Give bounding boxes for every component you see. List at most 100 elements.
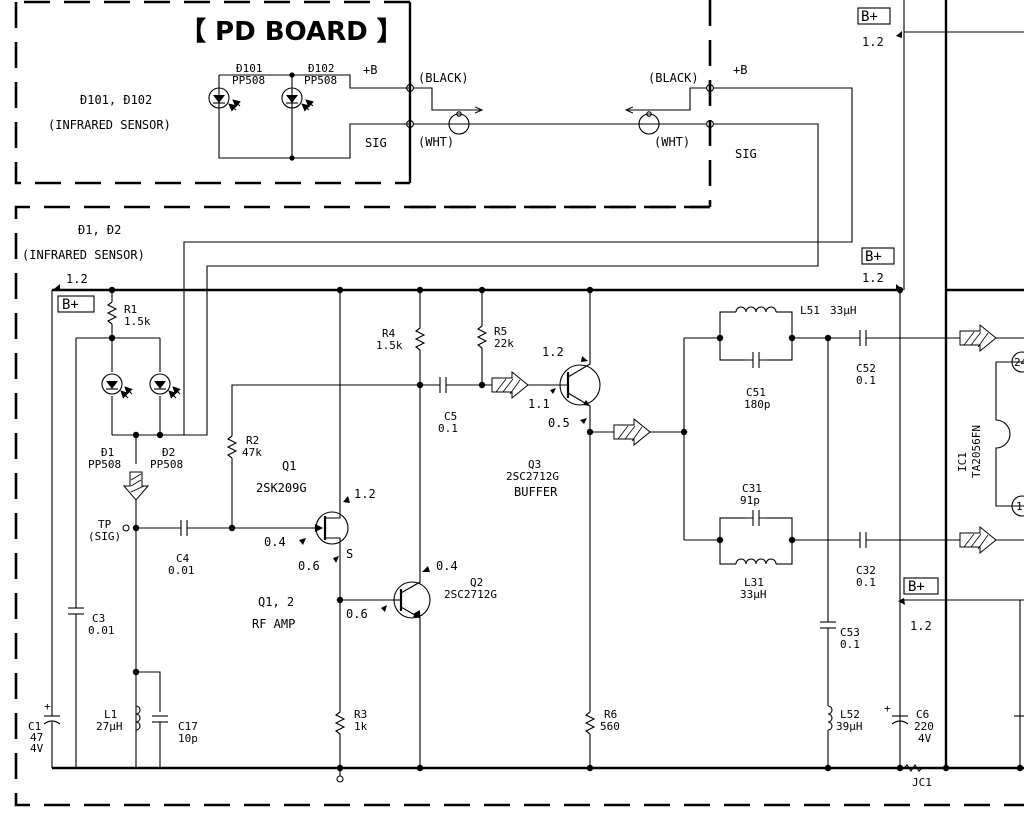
c32-ref: C32 (856, 564, 876, 577)
r1-resistor-icon (106, 301, 118, 325)
l51-val: 33μH (830, 304, 857, 317)
signal-down-arrow-icon (122, 471, 150, 501)
ic1-section: 24 1 IC1 TA2056FN (956, 323, 1024, 768)
q2-ref: Q2 (470, 576, 483, 589)
c5-val: 0.1 (438, 422, 458, 435)
ic-input-arrow-icon-2 (959, 525, 997, 555)
d2-ref: Ð2 (162, 446, 175, 459)
r1-val: 1.5k (124, 315, 151, 328)
v-rail-left: 1.2 (66, 272, 88, 286)
main-plus-b: +B (733, 63, 747, 77)
r2-resistor-icon (226, 435, 238, 459)
c17-ref: C17 (178, 720, 198, 733)
bplus-left: B+ (62, 297, 79, 313)
c53-val: 0.1 (840, 638, 860, 651)
q3-transistor-icon (559, 290, 601, 432)
c52-val: 0.1 (856, 374, 876, 387)
jc1-jumper-icon (903, 764, 923, 772)
r3-resistor-icon (334, 711, 346, 735)
c4-val: 0.01 (168, 564, 195, 577)
pd-black-left: (BLACK) (418, 71, 469, 85)
r2-ref: R2 (246, 434, 259, 447)
d1-photodiode-icon (101, 373, 133, 399)
c1-ref: C1 (28, 720, 41, 733)
c4-ref: C4 (176, 552, 190, 565)
input-section: R1 1.5k Ð1 PP508 Ð2 PP508 (28, 286, 198, 768)
q2-v-b: 0.6 (346, 607, 368, 621)
l31-ref: L31 (744, 576, 764, 589)
q12-ref: Q1, 2 (258, 595, 294, 609)
r4-ref: R4 (382, 327, 396, 340)
q3-ref: Q3 (528, 458, 541, 471)
ic1-pin-a: 24 (1014, 356, 1024, 369)
c32-val: 0.1 (856, 576, 876, 589)
r4-val: 1.5k (376, 339, 403, 352)
d2-photodiode-icon (149, 373, 181, 399)
c31-ref: C31 (742, 482, 762, 495)
r5-ref: R5 (494, 325, 507, 338)
q3-v-e: 0.5 (548, 416, 570, 430)
d101-ref: Ð101 (236, 62, 263, 75)
c17-val: 10p (178, 732, 198, 745)
q2-v-c: 0.4 (436, 559, 458, 573)
ic-input-arrow-icon (959, 323, 997, 353)
d1-ref: Ð1 (101, 446, 114, 459)
l1-ref: L1 (104, 708, 117, 721)
l1-val: 27μH (96, 720, 123, 733)
v-top: 1.2 (862, 35, 884, 49)
pd-board: 【 PD BOARD 】 Ð101 PP508 Ð102 PP508 Ð101,… (48, 17, 853, 436)
c6-ref: C6 (916, 708, 929, 721)
pd-sensor-refs: Ð101, Ð102 (80, 93, 152, 107)
signal-arrow-icon-2 (613, 417, 651, 447)
r5-resistor-icon (476, 325, 488, 349)
buffer-section: R4 1.5k C5 0.1 R5 22k 1.2 (376, 286, 684, 772)
pd-board-title: 【 PD BOARD 】 (180, 17, 403, 47)
bplus-right-lower: B+ (908, 579, 925, 595)
r6-val: 560 (600, 720, 620, 733)
pd-black-right: (BLACK) (648, 71, 699, 85)
tp-ref: TP (98, 518, 112, 531)
c1-val1: 47 (30, 731, 43, 744)
q1-v-d: 1.2 (354, 487, 376, 501)
c6-val2: 4V (918, 732, 932, 745)
r2-val: 47k (242, 446, 262, 459)
c6-val1: 220 (914, 720, 934, 733)
pd-sensor-desc: (INFRARED SENSOR) (48, 118, 171, 132)
svg-text:+: + (44, 700, 51, 713)
l52-val: 39μH (836, 720, 863, 733)
ic1-pin-b: 1 (1016, 500, 1023, 513)
l1-inductor-icon (135, 705, 141, 731)
q1-v-s: 0.6 (298, 559, 320, 573)
q12-desc: RF AMP (252, 617, 295, 631)
pd-wht-left: (WHT) (418, 135, 454, 149)
q1-ref: Q1 (282, 459, 296, 473)
r6-resistor-icon (584, 711, 596, 735)
r5-val: 22k (494, 337, 514, 350)
q3-v-c: 1.2 (542, 345, 564, 359)
r6-ref: R6 (604, 708, 617, 721)
filter-section: L51 33μH C51 180p C52 0.1 C31 91p L31 33… (680, 304, 1024, 789)
signal-arrow-icon (491, 370, 529, 400)
q1-fet-icon (312, 500, 349, 556)
q1-part: 2SK209G (256, 481, 307, 495)
l31-inductor-icon (735, 558, 777, 565)
d101-photodiode-icon (208, 87, 241, 112)
c51-ref: C51 (746, 386, 766, 399)
r4-resistor-icon (414, 327, 426, 351)
main-sig: SIG (735, 147, 757, 161)
d1-part: PP508 (88, 458, 121, 471)
tp-test-point-icon (122, 524, 130, 532)
pd-wht-right: (WHT) (654, 135, 690, 149)
c3-ref: C3 (92, 612, 105, 625)
q3-v-b: 1.1 (528, 397, 550, 411)
r1-ref: R1 (124, 303, 137, 316)
q3-desc: BUFFER (514, 485, 558, 499)
l52-ref: L52 (840, 708, 860, 721)
r3-ref: R3 (354, 708, 367, 721)
c5-ref: C5 (444, 410, 457, 423)
ic1-ref: IC1 (956, 452, 969, 472)
q1-v-g: 0.4 (264, 535, 286, 549)
v-right-lower: 1.2 (910, 619, 932, 633)
jc1-ref: JC1 (912, 776, 932, 789)
